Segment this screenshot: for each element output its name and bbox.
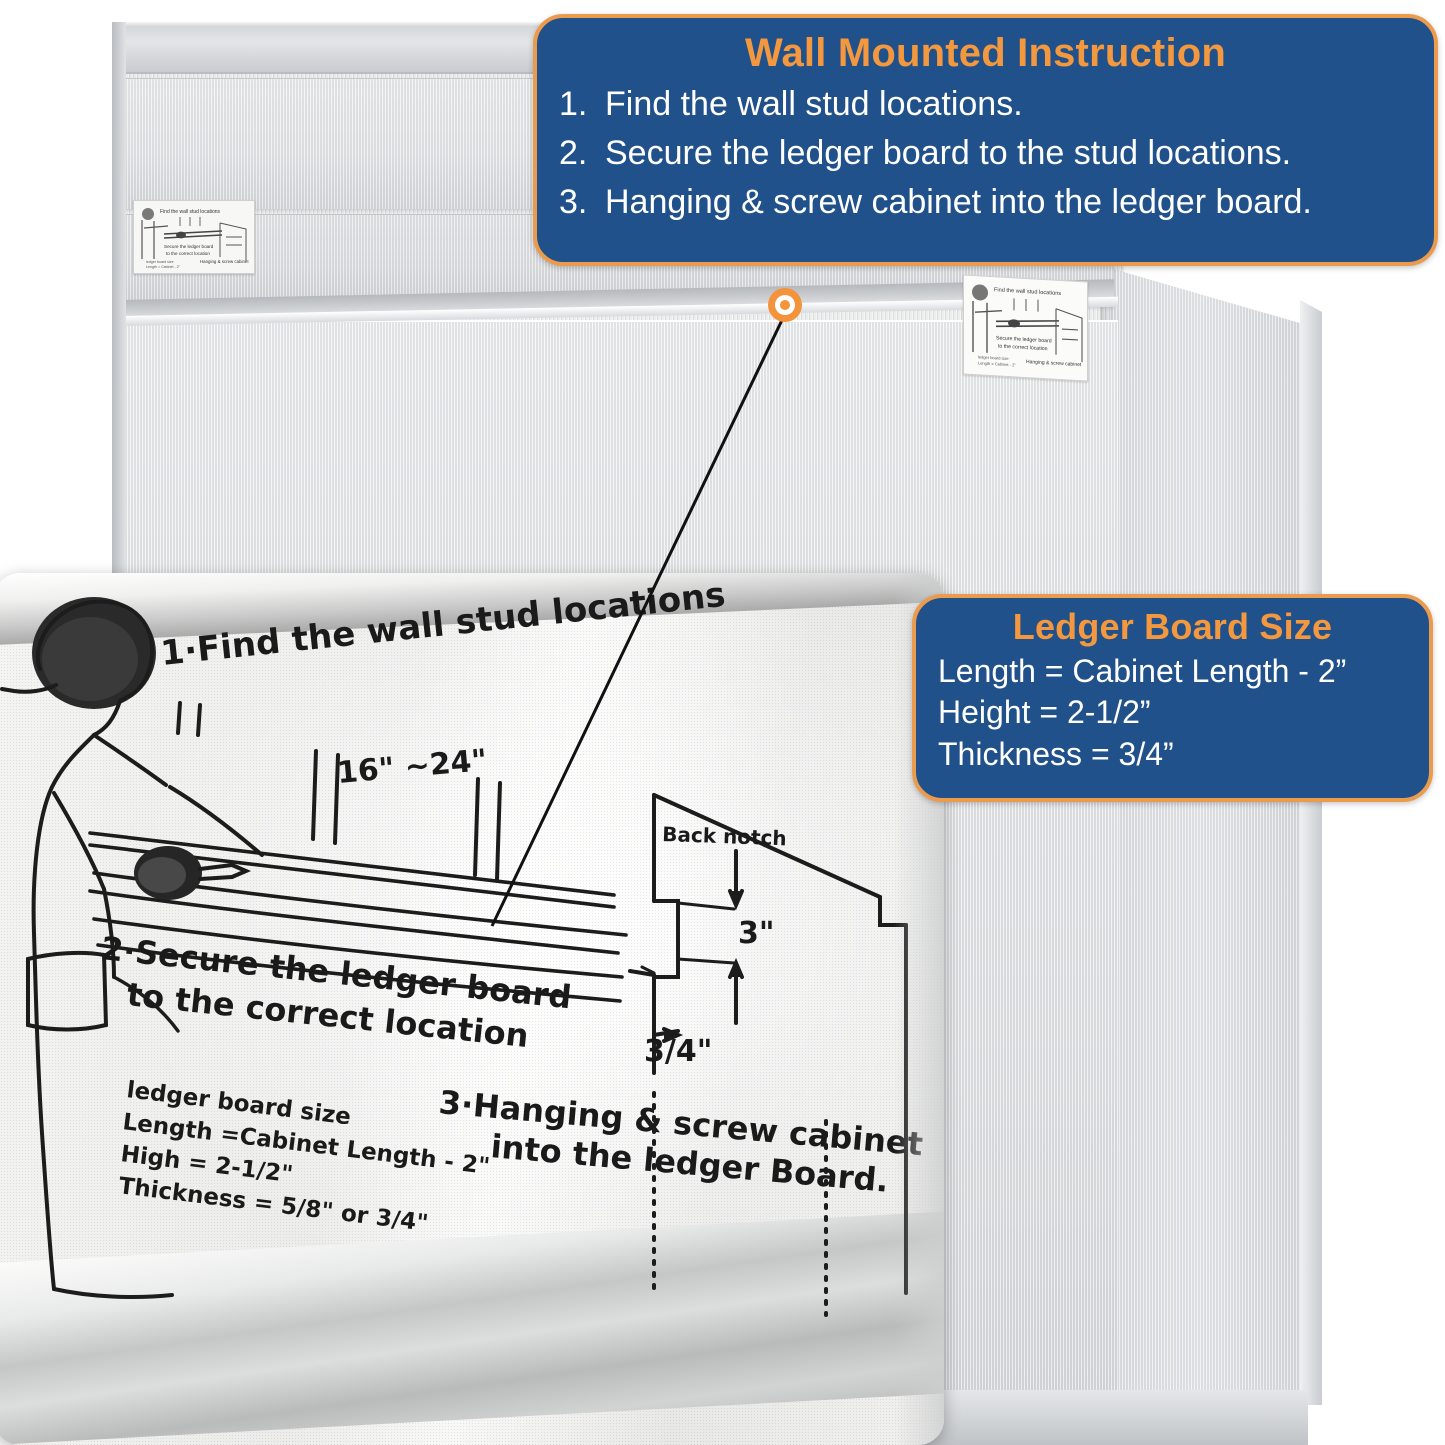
svg-text:Length = Cabinet - 2": Length = Cabinet - 2" [978,360,1016,367]
svg-text:to the correct location: to the correct location [998,343,1048,352]
notch-thickness-dim: 3/4" [644,1034,712,1069]
ledger-spec-thickness: Thickness = 3/4” [938,735,1174,772]
svg-text:Find the wall stud locations: Find the wall stud locations [994,287,1061,297]
callout-ledger-board-size: Ledger Board Size Length = Cabinet Lengt… [912,594,1433,802]
svg-text:ledger board size: ledger board size [146,260,174,264]
notch-depth-dim: 3" [738,916,775,951]
instruction-step: 2. Secure the ledger board to the stud l… [559,133,1434,173]
instruction-step: 3. Hanging & screw cabinet into the ledg… [559,182,1434,222]
step1-text: 1·Find the wall stud locations [159,575,727,674]
stud-spacing-text: 16" ~24" [336,743,489,791]
sheet-line-art: .hw { font-family:"DejaVu Sans",sans-ser… [0,573,944,1445]
svg-text:Hanging & screw cabinet: Hanging & screw cabinet [1026,359,1082,368]
svg-text:ledger board size: ledger board size [978,354,1009,361]
step-number: 1. [559,85,588,123]
stud-marks [176,701,502,881]
callout-target-marker [768,288,802,322]
sheet-spec-block: ledger board size Length =Cabinet Length… [117,1077,491,1237]
svg-text:Hanging & screw cabinet: Hanging & screw cabinet [200,259,249,264]
ledger-spec-height: Height = 2-1/2” [938,694,1151,731]
callout-wall-mounted-instruction: Wall Mounted Instruction 1. Find the wal… [533,14,1438,266]
step-text: Find the wall stud locations. [605,85,1023,123]
svg-text:Secure the ledger board: Secure the ledger board [164,244,214,249]
step-number: 2. [559,134,588,173]
instruction-label-left: Find the wall stud locations Secure the … [133,200,255,274]
instruction-label-right: Find the wall stud locations Secure the … [963,274,1088,382]
svg-text:Find the wall stud locations: Find the wall stud locations [160,209,221,215]
cabinet-side-panel [1110,268,1310,1403]
step-number: 3. [559,183,588,222]
marker-inner-ring [775,295,795,315]
instruction-step: 1. Find the wall stud locations. [559,84,1434,124]
svg-text:Length = Cabinet - 2": Length = Cabinet - 2" [146,265,181,269]
step-text: Secure the ledger board to the stud loca… [605,134,1292,173]
callout-instruction-title: Wall Mounted Instruction [744,31,1227,75]
callout-ledger-title: Ledger Board Size [1012,606,1333,647]
magnified-instruction-sheet: .hw { font-family:"DejaVu Sans",sans-ser… [0,573,944,1445]
worker-figure [0,597,264,1299]
ledger-spec-length: Length = Cabinet Length - 2” [938,652,1347,689]
sheet-step1-text: 1·Find the wall stud locations [159,575,727,674]
svg-text:Secure the ledger board: Secure the ledger board [996,335,1052,344]
svg-text:to the correct location: to the correct location [166,251,210,256]
back-notch-label: Back notch [662,822,787,850]
drill-tool [134,846,252,900]
callout-instruction-steps: 1. Find the wall stud locations. 2. Secu… [537,84,1434,222]
sheet-step3-text: 3·Hanging & screw cabinet into the ledge… [437,1083,924,1200]
step-text: Hanging & screw cabinet into the ledger … [605,183,1312,222]
sheet-step2-text: 2·Secure the ledger board to the correct… [99,929,573,1055]
cabinet-side-edge [1300,300,1322,1405]
